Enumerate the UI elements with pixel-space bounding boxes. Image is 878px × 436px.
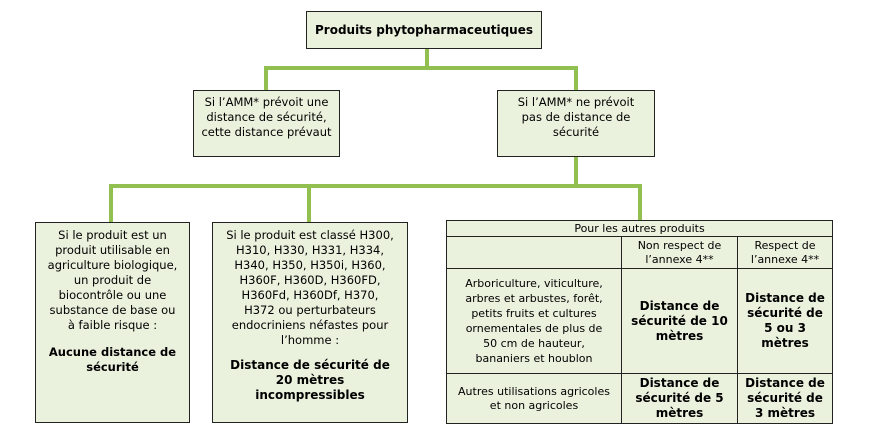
connector-right-down	[574, 157, 578, 188]
bio-line-1: Si le produit est un	[58, 228, 167, 242]
column-header-respect-line-1: Respect de	[754, 238, 816, 252]
hazard-line-5: H360Fd, H360Df, H370,	[241, 288, 379, 302]
bio-product-node: Si le produit est un produit utilisable …	[35, 222, 190, 423]
column-header-non-respect: Non respect de l’annexe 4**	[621, 236, 738, 269]
row-other-uses-line-2: et non agricoles	[489, 398, 579, 412]
row-other-uses-label: Autres utilisations agricoles et non agr…	[446, 373, 622, 424]
arbo-non-line-3: mètres	[655, 328, 704, 343]
hazard-line-7: endocriniens néfastes pour	[231, 318, 389, 332]
arbo-resp-line-3: 5 ou 3	[764, 321, 806, 335]
bio-line-5: biocontrôle ou une	[58, 288, 167, 302]
hazard-line-8: l’homme :	[280, 333, 340, 347]
hazard-line-4: H360F, H360D, H360FD,	[239, 273, 381, 287]
root-title: Produits phytopharmaceutiques	[314, 22, 533, 37]
table-corner-cell	[446, 236, 622, 269]
amm-provides-line-2: distance de sécurité,	[206, 110, 327, 124]
bio-result-line-1: Aucune distance de	[48, 345, 177, 359]
other-resp-line-3: 3 mètres	[754, 406, 816, 420]
row-other-uses-respect-cell: Distance de sécurité de 3 mètres	[736, 373, 834, 424]
connector-h-drop	[307, 184, 311, 222]
column-header-non-respect-line-2: l’annexe 4**	[645, 252, 714, 266]
row-arboriculture-line-3: petits fruits et cultures	[471, 307, 597, 320]
hazard-result-line-1: Distance de sécurité de	[230, 358, 390, 372]
hazard-result-line-3: incompressibles	[255, 388, 365, 402]
row-arboriculture-line-2: arbres et arbustes, forêt,	[465, 292, 603, 305]
hazard-line-1: Si le produit est classé H300,	[226, 228, 394, 242]
arbo-non-line-1: Distance de	[639, 298, 720, 313]
hazard-line-6: H372 ou perturbateurs	[244, 303, 376, 317]
amm-not-provides-line-1: Si l’AMM* ne prévoit	[517, 95, 635, 109]
bio-result-line-2: sécurité	[86, 360, 139, 374]
connector-level2-horizontal	[264, 66, 578, 70]
row-other-uses-non-respect-cell: Distance de sécurité de 5 mètres	[621, 373, 738, 424]
root-node: Produits phytopharmaceutiques	[306, 11, 542, 49]
row-arboriculture-line-1: Arboriculture, viticulture,	[465, 277, 603, 290]
hazard-line-3: H340, H350, H350i, H360,	[234, 258, 386, 272]
hazard-line-2: H310, H330, H331, H334,	[236, 243, 384, 257]
connector-level3-horizontal	[109, 184, 642, 188]
row-arboriculture-label: Arboriculture, viticulture, arbres et ar…	[446, 268, 622, 374]
row-arboriculture-respect-cell: Distance de sécurité de 5 ou 3 mètres	[736, 268, 834, 374]
row-arboriculture-non-respect-cell: Distance de sécurité de 10 mètres	[621, 268, 738, 374]
arbo-resp-line-2: sécurité de	[747, 306, 823, 320]
other-resp-line-2: sécurité de	[747, 391, 823, 405]
connector-left-drop	[264, 66, 268, 90]
amm-provides-line-1: Si l’AMM* prévoit une	[204, 95, 329, 109]
amm-not-provides-line-3: sécurité	[552, 125, 600, 139]
amm-provides-line-3: cette distance prévaut	[201, 125, 332, 139]
hazard-classified-node: Si le produit est classé H300, H310, H33…	[212, 222, 408, 423]
column-header-respect-line-2: l’annexe 4**	[750, 252, 820, 266]
arbo-non-line-2: sécurité de 10	[631, 313, 728, 328]
column-header-respect: Respect de l’annexe 4**	[736, 236, 834, 269]
row-arboriculture-line-6: bananiers et houblon	[475, 352, 593, 365]
connector-table-drop	[638, 184, 642, 221]
other-non-line-1: Distance de	[639, 376, 720, 390]
row-other-uses-line-1: Autres utilisations agricoles	[458, 384, 610, 398]
bio-line-3: agriculture biologique,	[47, 258, 178, 272]
other-resp-line-1: Distance de	[745, 376, 825, 390]
bio-line-7: à faible risque :	[67, 318, 158, 332]
other-non-line-2: sécurité de 5	[635, 391, 724, 405]
arbo-resp-line-1: Distance de	[745, 291, 825, 305]
other-products-table: Pour les autres produits Non respect de …	[445, 220, 834, 424]
hazard-result-line-2: 20 mètres	[275, 373, 345, 387]
bio-line-2: produit utilisable en	[55, 243, 170, 257]
other-non-line-3: mètres	[655, 406, 704, 420]
table-header: Pour les autres produits	[445, 220, 834, 237]
connector-bio-drop	[109, 184, 113, 222]
amm-provides-node: Si l’AMM* prévoit une distance de sécuri…	[193, 90, 340, 157]
amm-not-provides-line-2: pas de distance de	[521, 110, 631, 124]
row-arboriculture-line-5: 50 cm de hauteur,	[483, 337, 585, 350]
row-arboriculture-line-4: ornementales de plus de	[465, 322, 603, 335]
bio-line-4: un produit de	[73, 273, 152, 287]
amm-not-provides-node: Si l’AMM* ne prévoit pas de distance de …	[497, 90, 655, 157]
bio-line-6: substance de base ou	[49, 303, 176, 317]
column-header-non-respect-line-1: Non respect de	[637, 238, 722, 252]
connector-right-drop	[574, 66, 578, 90]
arbo-resp-line-4: mètres	[761, 336, 809, 350]
connector-root-down	[425, 49, 429, 70]
